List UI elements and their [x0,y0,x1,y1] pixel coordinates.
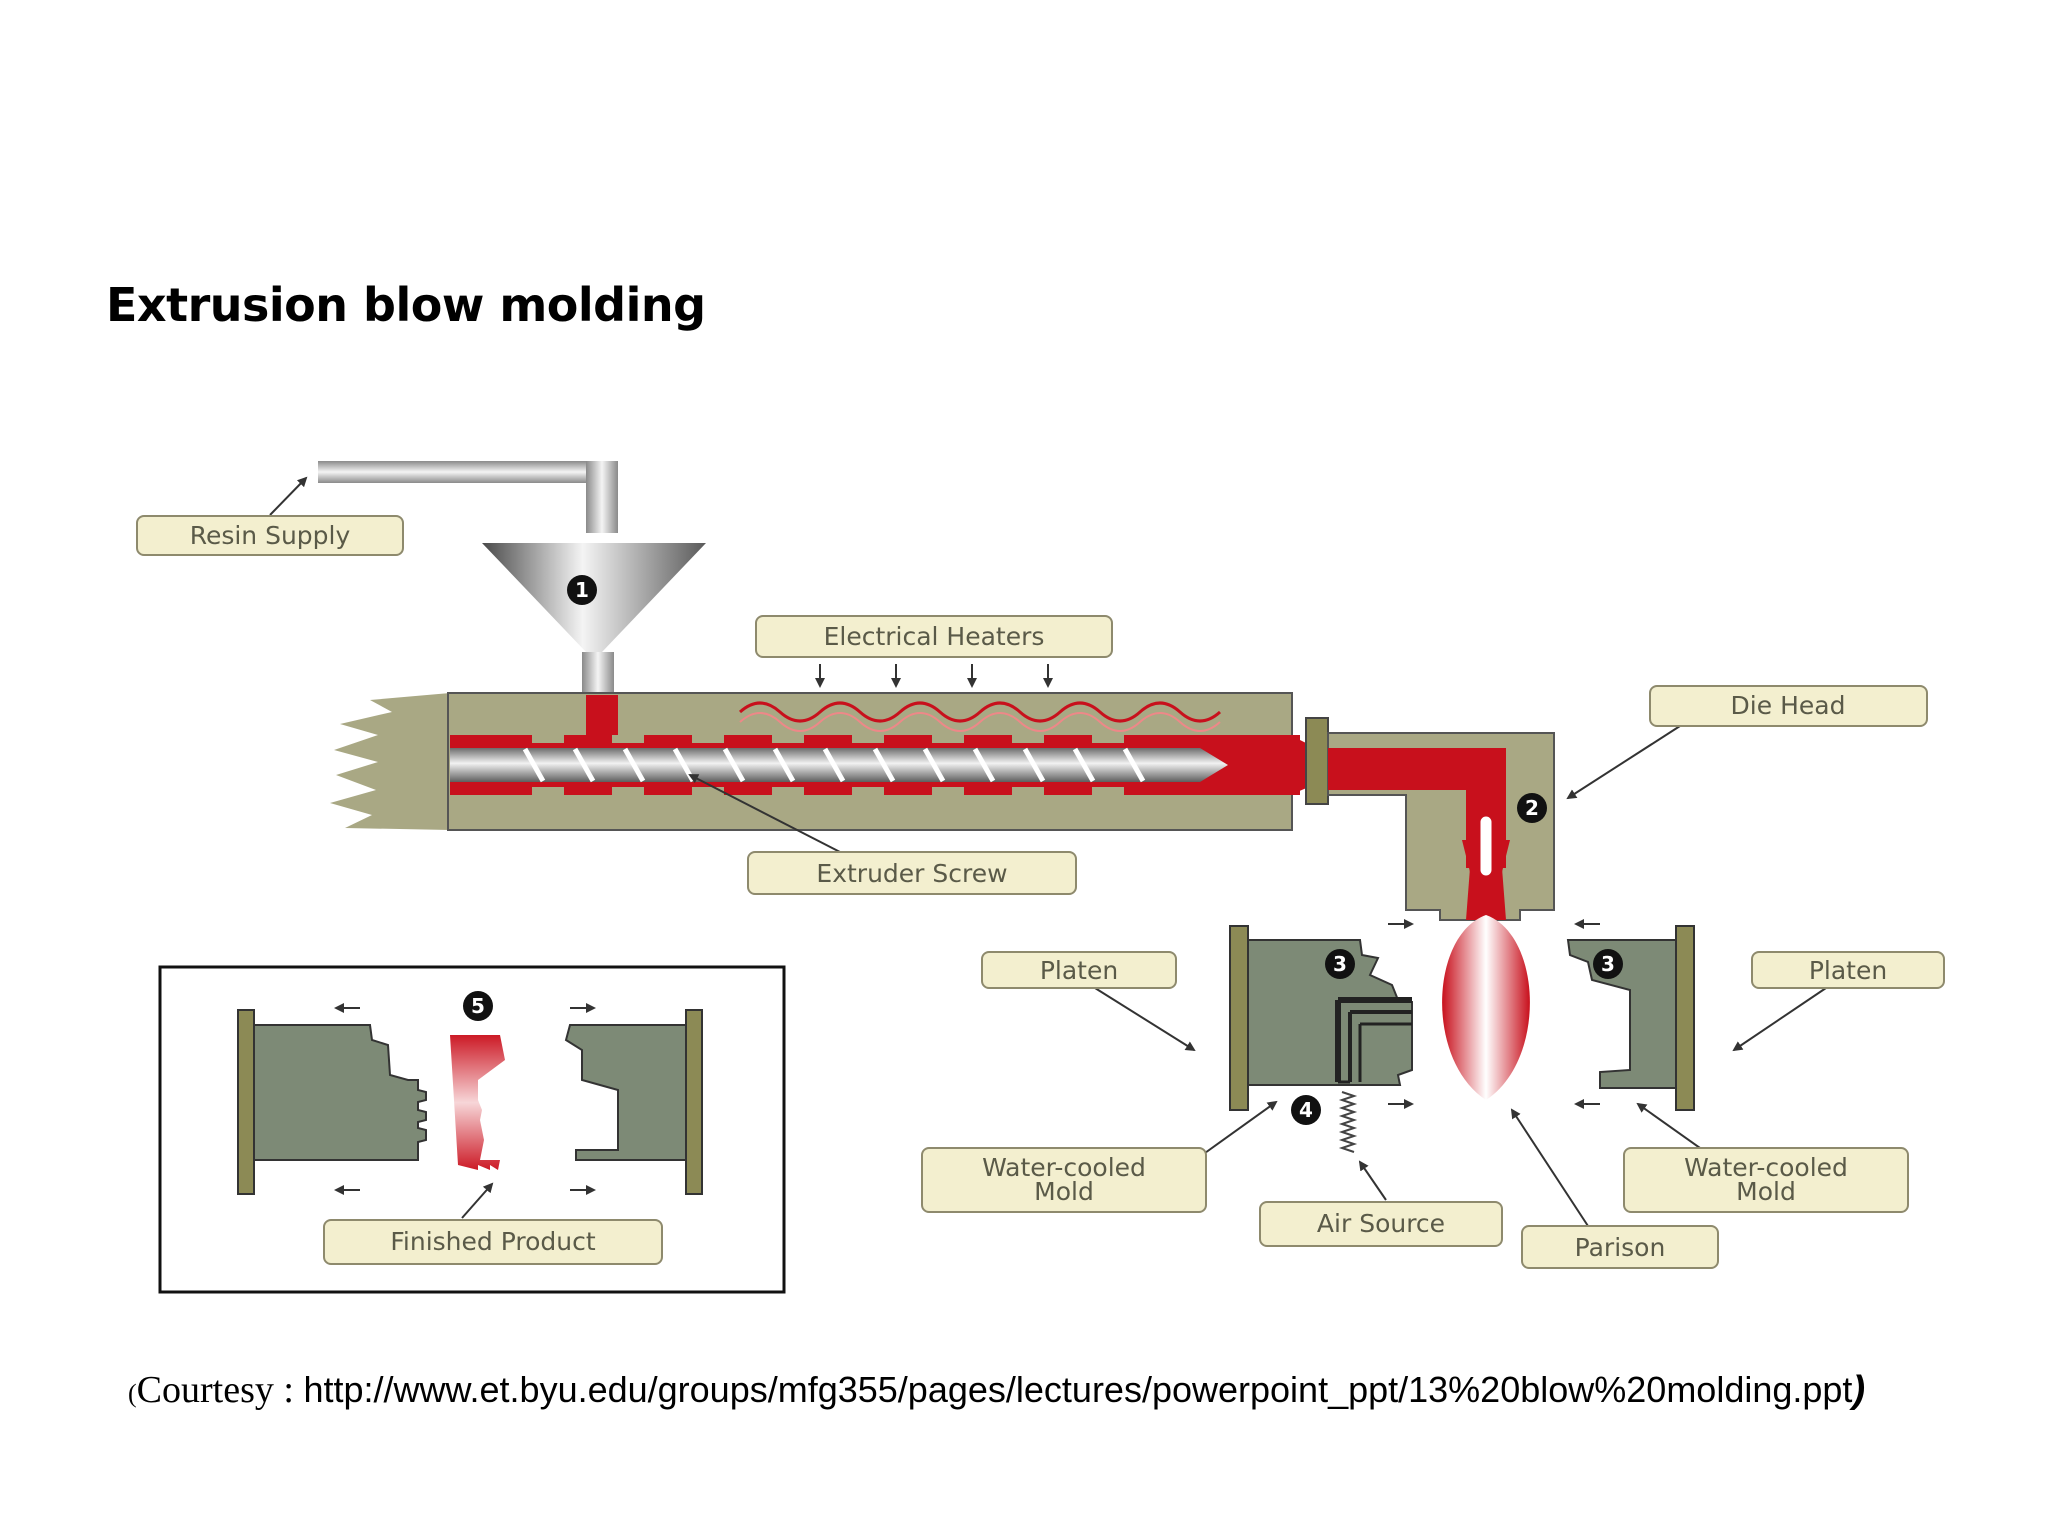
step-badge-4: 4 [1291,1095,1321,1125]
label-platen-right: Platen [1751,951,1945,989]
barrel-end [330,693,450,830]
svg-text:Die Head: Die Head [1731,691,1846,720]
label-extruder-screw: Extruder Screw [747,851,1077,895]
courtesy-source: (Courtesy : http://www.et.byu.edu/groups… [128,1368,1865,1412]
label-water-cooled-mold-left: Water-cooled Mold [921,1147,1207,1213]
label-electrical-heaters: Electrical Heaters [755,615,1113,658]
parison [1442,915,1530,1100]
mold-motion-arrows [1388,919,1600,1109]
label-die-head: Die Head [1649,685,1928,727]
finished-product [450,1035,505,1170]
svg-text:2: 2 [1525,796,1539,820]
svg-text:3: 3 [1601,952,1615,976]
courtesy-label: Courtesy : [136,1369,304,1411]
svg-text:4: 4 [1299,1098,1313,1122]
extruder-screw [450,735,1228,795]
air-source-spring [1338,1091,1358,1153]
platen-right [1675,925,1695,1111]
label-parison: Parison [1521,1225,1719,1269]
die-head-melt [1328,748,1510,920]
svg-text:Platen: Platen [1809,956,1887,985]
leader-lines [269,476,1827,1227]
svg-text:Mold: Mold [1034,1177,1094,1206]
slide-title: Extrusion blow molding [106,278,706,332]
svg-text:Finished Product: Finished Product [390,1227,595,1256]
open-mold-arrows [334,1003,596,1195]
label-finished-product: Finished Product [323,1219,663,1265]
open-mold-right [564,1024,687,1161]
flange [1305,717,1329,805]
mold-right [1566,939,1677,1089]
svg-text:Electrical Heaters: Electrical Heaters [824,622,1045,651]
label-water-cooled-mold-right: Water-cooled Mold [1623,1147,1909,1213]
courtesy-close-paren: ) [1852,1369,1866,1411]
open-platen-left [237,1009,255,1195]
svg-text:Mold: Mold [1736,1177,1796,1206]
label-platen-left: Platen [981,951,1177,989]
courtesy-url[interactable]: http://www.et.byu.edu/groups/mfg355/page… [303,1369,1853,1410]
svg-text:Air Source: Air Source [1317,1209,1445,1238]
mold-cooling-channel [1335,997,1412,1084]
svg-text:3: 3 [1333,952,1347,976]
svg-text:1: 1 [575,578,589,602]
svg-text:5: 5 [471,994,485,1018]
platen-left [1229,925,1249,1111]
open-platen-right [685,1009,703,1195]
svg-text:Platen: Platen [1040,956,1118,985]
svg-text:Resin Supply: Resin Supply [190,521,351,550]
open-mold-left [253,1024,427,1161]
step-badge-1: 1 [567,575,597,605]
heater-wave [738,701,1222,723]
heater-arrows [815,664,1053,688]
svg-text:Parison: Parison [1575,1233,1666,1262]
step-badge-2: 2 [1517,793,1547,823]
svg-text:Water-cooled: Water-cooled [982,1153,1146,1182]
step-badge-3-right: 3 [1593,949,1623,979]
svg-text:Extruder Screw: Extruder Screw [816,859,1007,888]
resin-supply-pipe [318,461,618,533]
svg-text:Water-cooled: Water-cooled [1684,1153,1848,1182]
step-badge-3-left: 3 [1325,949,1355,979]
courtesy-open-paren: ( [128,1379,137,1408]
hopper [482,543,706,700]
label-air-source: Air Source [1259,1201,1503,1247]
step-badge-5: 5 [463,991,493,1021]
label-resin-supply: Resin Supply [136,515,404,556]
